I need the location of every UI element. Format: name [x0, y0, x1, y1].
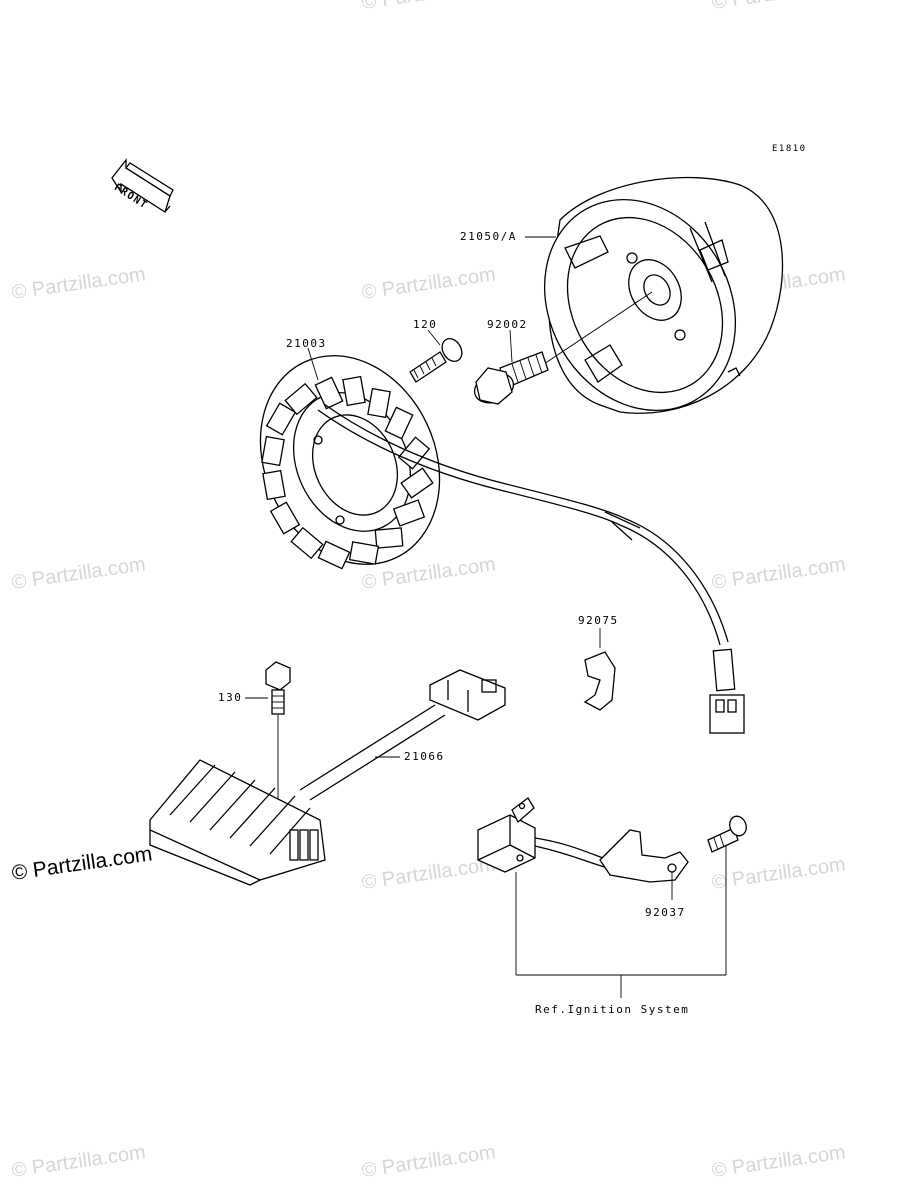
front-arrow-icon: [111, 158, 174, 214]
pickup-coil: [477, 797, 689, 883]
bolt-130: [265, 661, 291, 715]
bolt-120: [409, 338, 463, 383]
stator-connector: [709, 694, 745, 734]
clamp-92075: [583, 651, 616, 711]
part-label-pickup-bolt: 92037: [645, 906, 686, 919]
flywheel-rotor: [543, 176, 784, 414]
part-label-stator: 21003: [286, 337, 327, 350]
regulator-rectifier: [149, 759, 326, 886]
bolt-92037: [707, 815, 747, 853]
stator-coil: [259, 355, 441, 570]
reference-label: Ref.Ignition System: [535, 1003, 690, 1016]
part-label-flange-bolt: 92002: [487, 318, 528, 331]
part-label-flywheel: 21050/A: [460, 230, 517, 243]
regulator-connector: [429, 669, 506, 721]
diagram-code: E1810: [772, 144, 807, 154]
part-label-clamp: 92075: [578, 614, 619, 627]
part-label-regulator-bolt: 130: [218, 691, 243, 704]
part-label-bolt-small: 120: [413, 318, 438, 331]
flange-bolt-92002: [473, 351, 549, 405]
reference-bracket: [515, 846, 727, 998]
part-label-regulator: 21066: [404, 750, 445, 763]
